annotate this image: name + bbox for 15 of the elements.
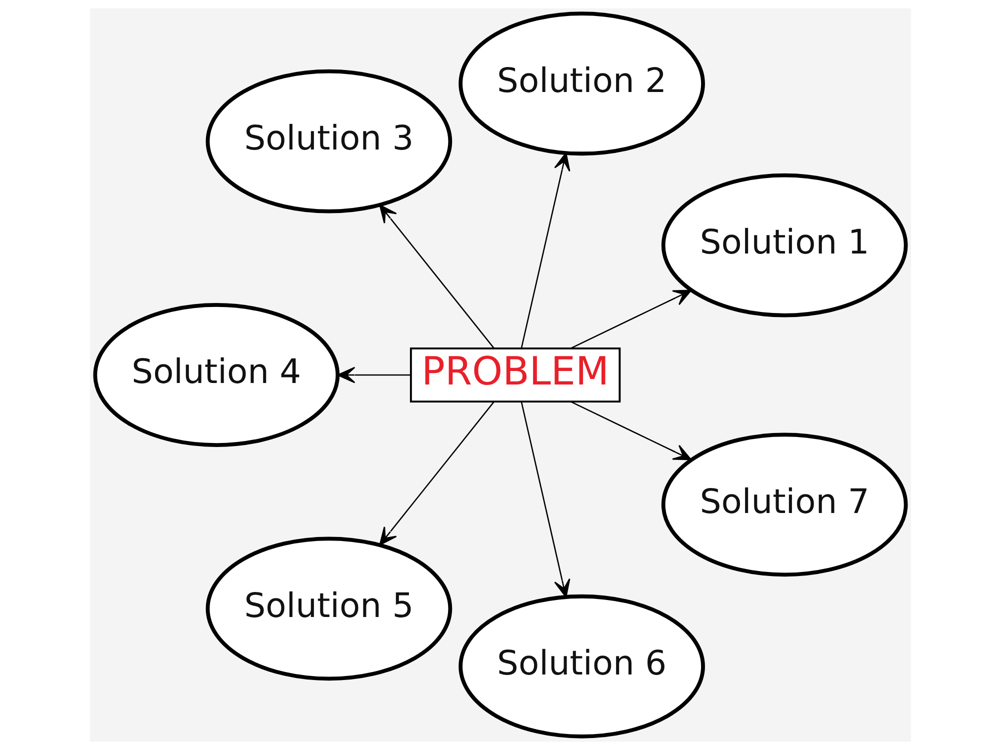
- node-box: PROBLEM: [409, 347, 620, 403]
- arrow: [378, 204, 494, 349]
- node-ellipse: Solution 1: [660, 173, 908, 318]
- arrow: [336, 366, 410, 384]
- arrow: [570, 290, 692, 349]
- node-ellipse: Solution 7: [660, 432, 908, 577]
- arrow: [570, 401, 692, 460]
- node-ellipse: Solution 4: [92, 303, 340, 447]
- node-ellipse: Solution 3: [205, 69, 452, 214]
- node-ellipse: Solution 5: [205, 536, 452, 681]
- arrow: [378, 401, 494, 546]
- arrow: [520, 152, 570, 348]
- node-ellipse: Solution 2: [458, 12, 704, 156]
- node-ellipse: Solution 6: [458, 594, 704, 738]
- arrow: [520, 402, 570, 598]
